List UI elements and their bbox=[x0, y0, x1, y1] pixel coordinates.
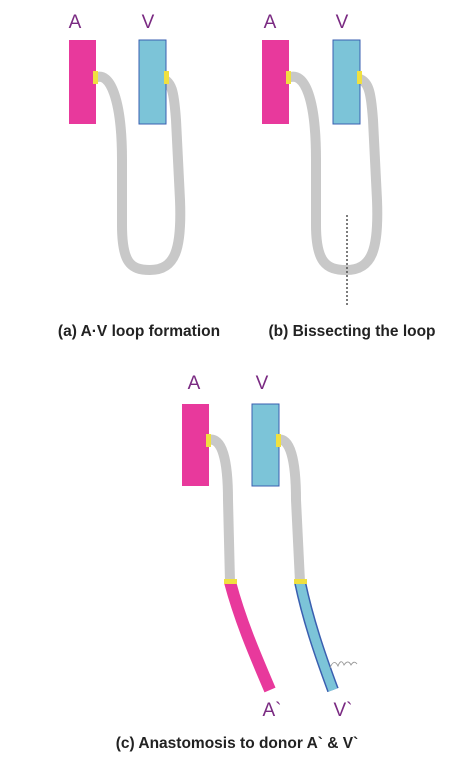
panel-a-artery-label: A bbox=[69, 12, 82, 33]
panel-c-artery-graft-segment bbox=[206, 434, 235, 583]
panel-b-vein-graft-loop bbox=[283, 71, 383, 276]
panel-b-caption: (b) Bissecting the loop bbox=[268, 323, 435, 340]
panel-c-artery-anastomosis bbox=[206, 434, 211, 447]
panel-c-donor-artery-label: A` bbox=[263, 700, 282, 721]
panel-c-vein-label: V bbox=[256, 373, 269, 394]
panel-c-vein-anastomosis bbox=[276, 434, 281, 447]
panel-a-vein-graft-loop bbox=[90, 71, 186, 276]
artist-signature-mark bbox=[329, 661, 358, 669]
panel-c-artery bbox=[182, 404, 209, 486]
panel-a-artery-anastomosis bbox=[93, 71, 98, 84]
panel-b-artery-label: A bbox=[264, 12, 277, 33]
panel-c-caption: (c) Anastomosis to donor A` & V` bbox=[116, 735, 359, 752]
panel-c-donor-vein-label: V` bbox=[334, 700, 353, 721]
panel-a-caption: (a) A·V loop formation bbox=[58, 323, 220, 340]
panel-b: A V (b) Bissecting the loop bbox=[262, 12, 436, 340]
panel-a-vein bbox=[138, 39, 167, 125]
panel-b-artery-anastomosis bbox=[286, 71, 291, 84]
panel-a-artery bbox=[69, 40, 96, 124]
panel-b-vein-anastomosis bbox=[357, 71, 362, 84]
panel-c-vein bbox=[251, 403, 280, 487]
panel-b-artery bbox=[262, 40, 289, 124]
panel-b-vein bbox=[332, 39, 361, 125]
panel-c-donor-vein-anastomosis bbox=[294, 579, 307, 584]
panel-c-artery-label: A bbox=[188, 373, 201, 394]
panel-c: A V A` V` (c) Anastomosis to donor A` & … bbox=[116, 373, 359, 752]
panel-a: A V (a) A·V loop formation bbox=[58, 12, 220, 340]
panel-b-vein-label: V bbox=[336, 12, 349, 33]
panel-a-vein-anastomosis bbox=[164, 71, 169, 84]
panel-c-donor-vein-lumen bbox=[295, 581, 338, 692]
panel-c-donor-artery bbox=[224, 580, 276, 693]
panel-c-vein-graft-segment bbox=[275, 434, 305, 583]
panel-a-vein-label: V bbox=[142, 12, 155, 33]
panel-c-donor-artery-anastomosis bbox=[224, 579, 237, 584]
